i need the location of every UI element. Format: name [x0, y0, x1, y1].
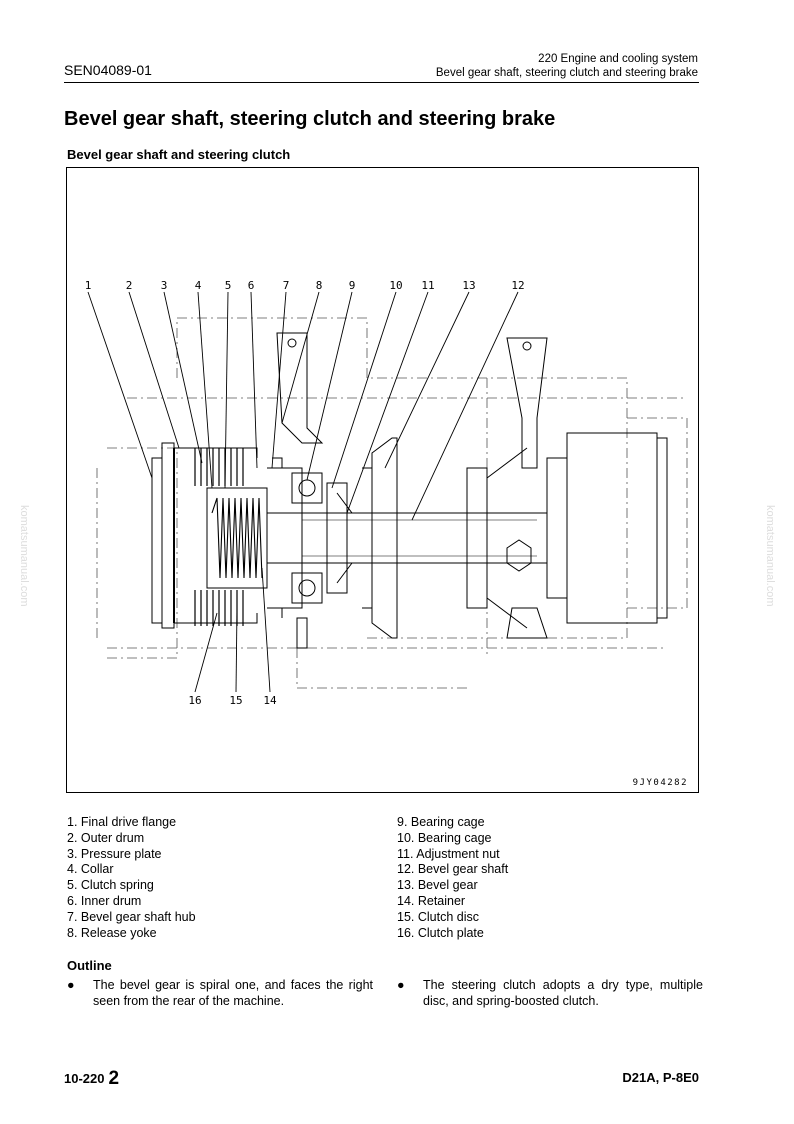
- leader-line-13: [384, 291, 470, 469]
- callout-label-10: 10: [389, 279, 402, 292]
- header-rule: [64, 82, 699, 83]
- legend-item: 10. Bearing cage: [397, 830, 492, 845]
- legend-item: 6. Inner drum: [67, 893, 142, 908]
- bullet-icon: ●: [397, 978, 405, 992]
- callout-label-12: 12: [511, 279, 524, 292]
- callout-label-7: 7: [283, 279, 290, 292]
- callout-label-15: 15: [229, 694, 242, 707]
- watermark-left: komatsumanual.com: [18, 505, 30, 607]
- page-number: 10-220: [64, 1071, 105, 1086]
- leader-line-11: [346, 291, 429, 514]
- leader-line-15: [235, 607, 238, 693]
- leader-line-8: [281, 291, 320, 424]
- leader-line-6: [250, 291, 258, 469]
- outline-text: The steering clutch adopts a dry type, m…: [423, 978, 703, 1008]
- outline-bullet: ● The steering clutch adopts a dry type,…: [397, 977, 703, 1009]
- legend-item: 16. Clutch plate: [397, 925, 484, 940]
- legend-item: 7. Bevel gear shaft hub: [67, 909, 196, 924]
- footer-model: D21A, P-8E0: [622, 1070, 699, 1085]
- figure-code: 9JY04282: [632, 778, 688, 788]
- outline-bullet: ● The bevel gear is spiral one, and face…: [67, 977, 373, 1009]
- header-right: 220 Engine and cooling system Bevel gear…: [436, 52, 698, 80]
- legend-item: 8. Release yoke: [67, 925, 157, 940]
- callout-label-11: 11: [421, 279, 434, 292]
- leader-line-7: [271, 291, 287, 469]
- watermark-right: komatsumanual.com: [764, 505, 776, 607]
- leader-line-9: [306, 291, 353, 481]
- leader-line-10: [331, 291, 397, 489]
- callout-label-13: 13: [462, 279, 475, 292]
- legend-item: 9. Bearing cage: [397, 815, 485, 829]
- revision-number: 2: [108, 1068, 120, 1089]
- legend-item: 2. Outer drum: [67, 830, 145, 845]
- legend-item: 3. Pressure plate: [67, 846, 162, 861]
- callout-label-16: 16: [188, 694, 201, 707]
- outline-text: The bevel gear is spiral one, and faces …: [93, 978, 373, 1008]
- legend-item: 14. Retainer: [397, 893, 466, 908]
- document-id: SEN04089-01: [64, 62, 152, 78]
- legend-item: 5. Clutch spring: [67, 878, 154, 893]
- page-title: Bevel gear shaft, steering clutch and st…: [64, 108, 556, 130]
- callout-label-6: 6: [248, 279, 255, 292]
- legend-item: 13. Bevel gear: [397, 878, 478, 893]
- legend-item: 15. Clutch disc: [397, 909, 479, 924]
- leader-line-1: [87, 291, 153, 479]
- leader-line-16: [194, 612, 218, 693]
- callout-label-3: 3: [161, 279, 168, 292]
- bullet-icon: ●: [67, 978, 75, 992]
- legend-left: 1. Final drive flange 2. Outer drum 3. P…: [67, 815, 196, 941]
- leader-line-12: [411, 291, 519, 521]
- outline-heading: Outline: [67, 958, 112, 973]
- header-topic: Bevel gear shaft, steering clutch and st…: [435, 67, 698, 79]
- legend-item: 1. Final drive flange: [67, 815, 177, 829]
- figure-subtitle: Bevel gear shaft and steering clutch: [67, 147, 291, 162]
- callout-label-1: 1: [85, 279, 92, 292]
- leader-line-14: [261, 567, 271, 693]
- callout-label-14: 14: [263, 694, 277, 707]
- clutch-spring-coil: [211, 497, 263, 579]
- header-section: 220 Engine and cooling system: [538, 53, 698, 65]
- callout-label-4: 4: [195, 279, 202, 292]
- leader-line-5: [224, 291, 229, 489]
- leader-line-3: [163, 291, 203, 464]
- callout-label-2: 2: [126, 279, 133, 292]
- legend-right: 9. Bearing cage 10. Bearing cage 11. Adj…: [397, 815, 508, 941]
- callout-label-5: 5: [225, 279, 232, 292]
- leader-line-4: [197, 291, 213, 489]
- legend-item: 11. Adjustment nut: [397, 846, 500, 861]
- callout-label-8: 8: [316, 279, 323, 292]
- legend-item: 4. Collar: [67, 862, 114, 877]
- legend-item: 12. Bevel gear shaft: [397, 862, 509, 877]
- leader-line-2: [128, 291, 180, 449]
- callout-label-9: 9: [349, 279, 356, 292]
